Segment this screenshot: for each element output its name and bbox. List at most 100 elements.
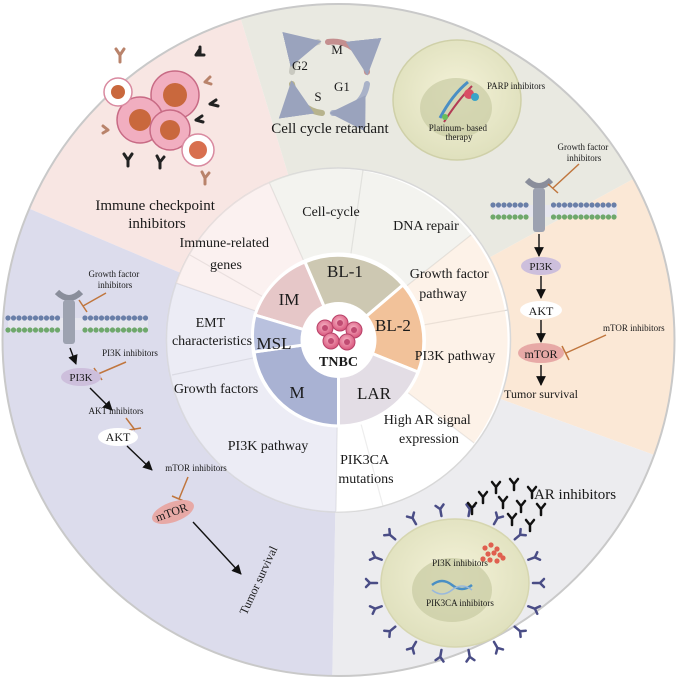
membrane-bead	[589, 202, 595, 208]
drug-dot	[494, 558, 500, 564]
membrane-bead	[49, 315, 55, 321]
membrane-bead	[120, 315, 127, 321]
subtype-bl2: BL-2	[375, 316, 411, 335]
membrane-bead	[115, 327, 121, 333]
membrane-bead	[5, 327, 11, 333]
membrane-bead	[550, 214, 557, 220]
membrane-bead	[605, 214, 612, 220]
membrane-bead	[495, 202, 502, 208]
membrane-bead	[517, 202, 524, 208]
ar-receptor-icon	[405, 640, 418, 655]
center-label: TNBC	[319, 355, 358, 370]
middle-growth-factor-pathway: Growth factor pathway	[410, 267, 492, 302]
ar-receptor-icon	[405, 511, 418, 526]
membrane-bead	[82, 327, 88, 333]
left-akt: AKT	[106, 430, 131, 444]
middle-cell-cycle: Cell-cycle	[302, 205, 360, 220]
membrane-bead	[5, 315, 11, 321]
right-mtor-node	[518, 343, 564, 363]
membrane-bead	[49, 327, 55, 333]
membrane-bead	[120, 327, 127, 333]
middle-dna-repair: DNA repair	[393, 219, 459, 234]
membrane-bead	[115, 315, 121, 321]
right-mtor: mTOR	[524, 347, 557, 361]
membrane-bead	[27, 327, 33, 333]
membrane-bead	[16, 327, 22, 333]
ar-inhibitor-icon	[506, 512, 518, 527]
membrane-bead	[556, 214, 562, 220]
membrane-bead	[572, 202, 579, 208]
ar-inhibitor-icon	[526, 485, 538, 500]
ar-receptor-icon	[527, 550, 542, 561]
left-mtor-inh: mTOR inhibitors	[165, 463, 227, 473]
pik3ca-inh-label: PIK3CA inhibitors	[426, 598, 494, 608]
immune-cells-illustration	[101, 45, 220, 186]
membrane-bead	[567, 202, 573, 208]
ar-inhibitor-icon	[524, 518, 536, 533]
tnbc-cells-icon	[316, 314, 363, 351]
membrane-bead	[611, 214, 617, 220]
membrane-bead	[43, 315, 50, 321]
membrane-bead	[550, 202, 557, 208]
membrane-bead	[98, 315, 105, 321]
drug-dot	[482, 545, 488, 551]
membrane-bead	[21, 327, 28, 333]
membrane-bead	[109, 327, 116, 333]
ar-inhibitor-icon	[515, 499, 527, 514]
left-pi3k-inh: PI3K inhibitors	[102, 348, 158, 358]
membrane-bead	[594, 214, 601, 220]
middle-emt: EMT characteristics	[172, 316, 252, 349]
drug-dot	[500, 555, 506, 561]
ar-receptor-icon	[364, 577, 379, 589]
ar-receptor-icon	[368, 550, 383, 561]
membrane-bead	[583, 202, 590, 208]
membrane-bead	[567, 214, 573, 220]
bl2-segment	[335, 282, 426, 374]
membrane-bead	[16, 315, 22, 321]
membrane-bead	[27, 315, 33, 321]
cell-pi3k-inh-label: PI3K inhibitors	[432, 558, 488, 568]
ar-receptor-icon	[527, 605, 542, 616]
membrane-bead	[495, 214, 502, 220]
left-pi3k-node	[61, 368, 101, 386]
right-akt: AKT	[529, 304, 554, 318]
left-akt-node	[98, 428, 138, 446]
right-membrane	[490, 177, 617, 232]
subtype-m: M	[289, 383, 304, 402]
membrane-bead	[87, 315, 94, 321]
ar-receptor-icon	[513, 527, 527, 541]
cell-cycle-icon	[278, 32, 382, 132]
subtype-bl1: BL-1	[327, 262, 363, 281]
membrane-bead	[572, 214, 579, 220]
membrane-bead	[506, 202, 513, 208]
left-mtor-node	[152, 499, 194, 525]
membrane-bead	[490, 202, 496, 208]
ar-receptor-icon	[492, 640, 505, 655]
bl2-sector	[338, 148, 675, 468]
ar-inhibitor-icon	[497, 495, 509, 510]
subtype-lar: LAR	[357, 384, 392, 403]
membrane-bead	[490, 214, 496, 220]
membrane-bead	[93, 315, 99, 321]
parp-label: PARP inhibitors	[487, 81, 546, 91]
left-pi3k: PI3K	[69, 372, 92, 384]
membrane-bead	[600, 202, 606, 208]
ar-receptor-icon	[434, 503, 445, 518]
membrane-bead	[137, 327, 143, 333]
membrane-bead	[87, 327, 94, 333]
ar-inhibitors-label: AR inhibitors	[534, 487, 616, 503]
membrane-bead	[10, 315, 17, 321]
cell-cycle-retardant-label: Cell cycle retardant	[271, 121, 389, 137]
membrane-bead	[93, 327, 99, 333]
membrane-bead	[594, 202, 601, 208]
platinum-label: Platinum- based therapy	[429, 123, 490, 142]
membrane-bead	[523, 202, 529, 208]
middle-pik3ca-mutations: PIK3CA mutations	[338, 453, 393, 487]
ar-inhibitor-icon	[477, 490, 489, 505]
drug-dot	[480, 556, 486, 562]
ar-inhibitor-icon	[466, 501, 478, 516]
left-membrane	[5, 289, 149, 344]
middle-pi3k-pathway-left: PI3K pathway	[228, 439, 309, 454]
membrane-bead	[137, 315, 143, 321]
